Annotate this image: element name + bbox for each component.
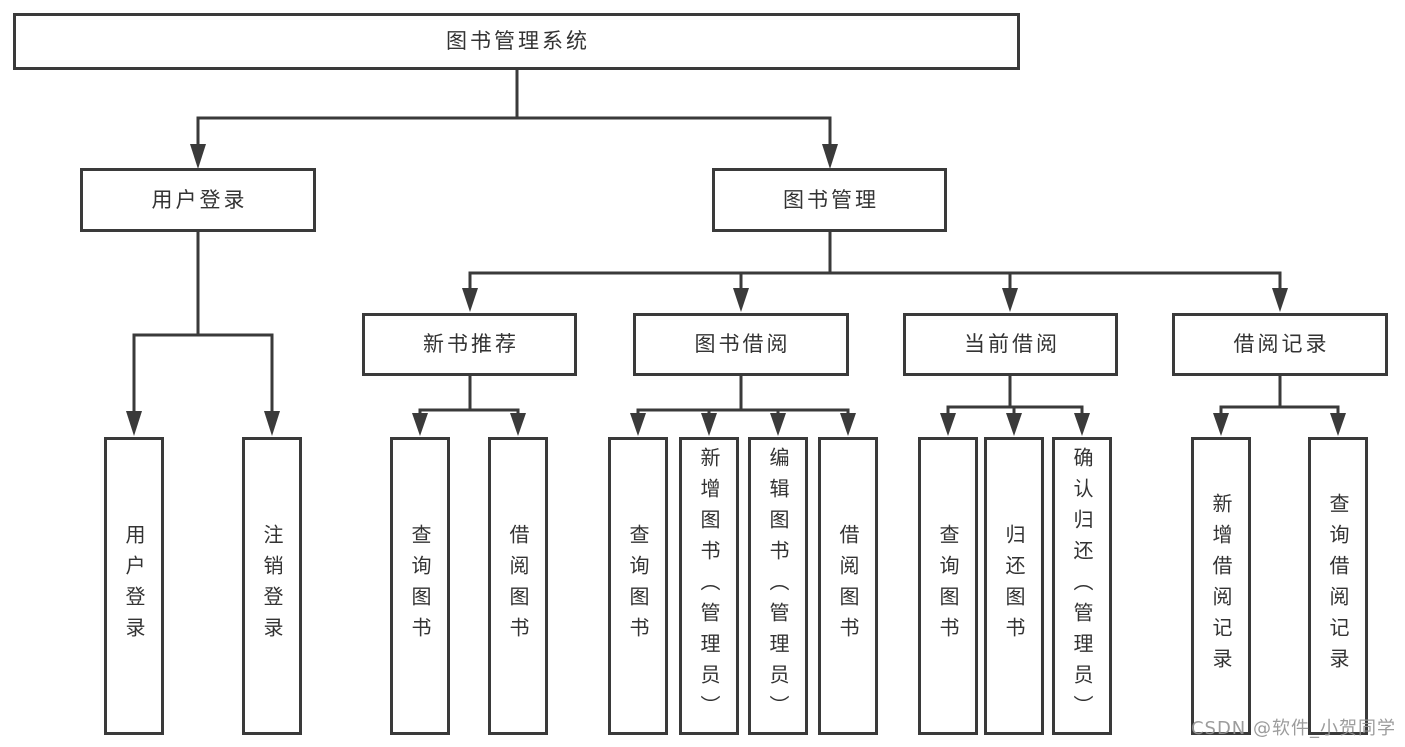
leaf-query-books-recommend: 查询图书	[390, 437, 450, 735]
leaf-query-books-current: 查询图书	[918, 437, 978, 735]
arrowhead	[510, 413, 526, 436]
leaf-borrow-books: 借阅图书	[818, 437, 878, 735]
node-new-book-recommend-label: 新书推荐	[423, 332, 519, 356]
leaf-borrow-books-recommend: 借阅图书	[488, 437, 548, 735]
node-root: 图书管理系统	[13, 13, 1020, 70]
leaf-edit-book-admin: 编辑图书（管理员）	[748, 437, 808, 735]
arrowhead	[822, 144, 838, 169]
arrowhead	[1330, 413, 1346, 436]
node-root-label: 图书管理系统	[446, 29, 590, 53]
leaf-confirm-return-admin: 确认归还（管理员）	[1052, 437, 1112, 735]
leaf-query-borrow-record: 查询借阅记录	[1308, 437, 1368, 735]
arrowhead	[770, 413, 786, 436]
node-user-login: 用户登录	[80, 168, 316, 232]
node-borrow-records-label: 借阅记录	[1233, 332, 1330, 356]
node-current-borrowing-label: 当前借阅	[964, 332, 1060, 356]
node-book-borrowing: 图书借阅	[633, 313, 849, 376]
leaf-add-book-admin: 新增图书（管理员）	[679, 437, 739, 735]
arrowhead	[733, 288, 749, 312]
leaf-add-borrow-record: 新增借阅记录	[1191, 437, 1251, 735]
leaf-query-books-borrowing: 查询图书	[608, 437, 668, 735]
node-book-borrowing-label: 图书借阅	[694, 332, 791, 356]
leaf-user-login: 用户登录	[104, 437, 164, 735]
arrowhead	[126, 411, 142, 436]
arrowhead	[412, 413, 428, 436]
node-new-book-recommend: 新书推荐	[362, 313, 577, 376]
arrowhead	[840, 413, 856, 436]
arrowhead	[264, 411, 280, 436]
arrowhead	[462, 288, 478, 312]
node-user-login-label: 用户登录	[151, 187, 248, 212]
arrowhead	[1213, 413, 1229, 436]
arrowhead	[701, 413, 717, 436]
arrowhead	[630, 413, 646, 436]
node-borrow-records: 借阅记录	[1172, 313, 1388, 376]
arrowhead	[190, 144, 206, 169]
arrowhead	[940, 413, 956, 436]
arrowhead	[1074, 413, 1090, 436]
arrowhead	[1272, 288, 1288, 312]
node-book-management-label: 图书管理	[783, 187, 879, 212]
node-book-management: 图书管理	[712, 168, 947, 232]
watermark-text: CSDN @软件_小贺同学	[1190, 718, 1396, 739]
arrowhead	[1002, 288, 1018, 312]
node-current-borrowing: 当前借阅	[903, 313, 1118, 376]
arrowhead	[1006, 413, 1022, 436]
leaf-logout: 注销登录	[242, 437, 302, 735]
leaf-return-book: 归还图书	[984, 437, 1044, 735]
